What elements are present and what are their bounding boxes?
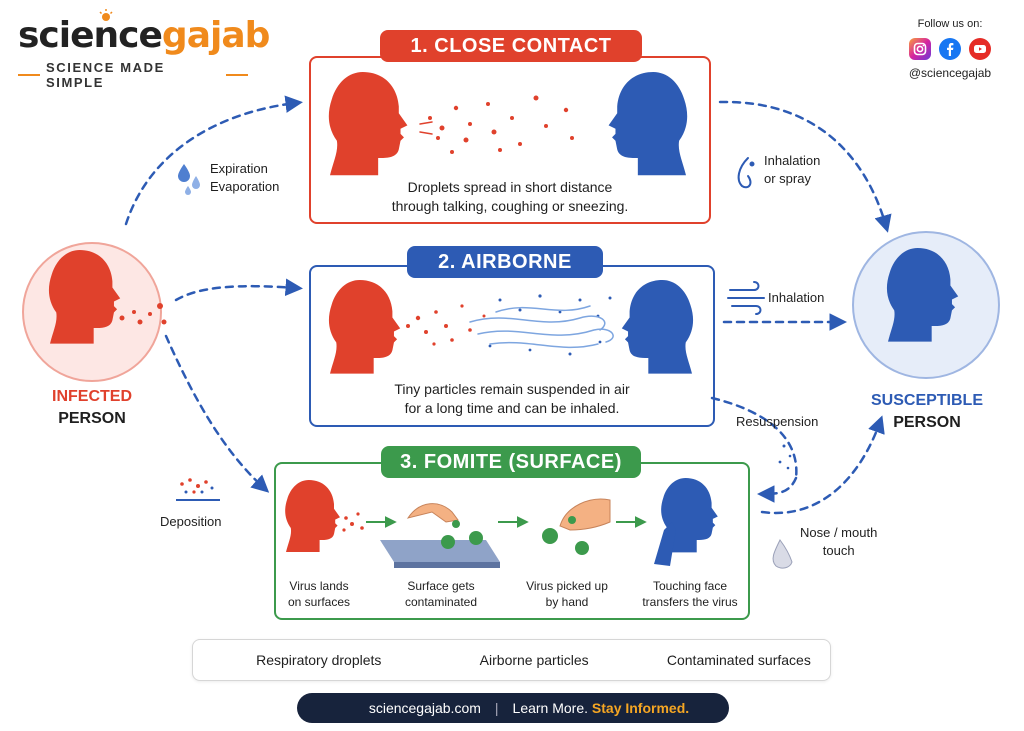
airborne-title: 2. AIRBORNE xyxy=(407,246,603,278)
virus-on-surface-icon xyxy=(441,520,483,549)
legend-item-airborne: Airborne particles xyxy=(479,652,589,668)
fomite-step-4: Touching face transfers the virus xyxy=(642,579,738,609)
resuspension-label: Resuspension xyxy=(736,414,819,429)
airborne-description: Tiny particles remain suspended in air f… xyxy=(394,381,630,416)
inhalation-spray-label: Inhalation or spray xyxy=(764,153,821,186)
fomite-step-1: Virus lands on surfaces xyxy=(287,579,351,609)
brand-logo: sciencegajab SCIENCE MADE SIMPLE xyxy=(18,15,270,90)
fomite-step-3: Virus picked up by hand xyxy=(526,579,608,609)
instagram-icon[interactable] xyxy=(909,38,931,60)
logo-wordmark: sciencegajab xyxy=(18,15,270,56)
infected-droplets-icon xyxy=(119,303,167,325)
arrow-to-airborne xyxy=(174,278,303,302)
arrow-to-close-contact xyxy=(124,95,303,226)
footer-separator: | xyxy=(494,700,499,716)
fomite-title: 3. FOMITE (SURFACE) xyxy=(381,446,641,478)
close-infected-head-icon xyxy=(328,72,408,176)
footer-banner[interactable]: sciencegajab.com | Learn More. Stay Info… xyxy=(297,693,729,723)
inhalation-spray-icon xyxy=(737,157,755,189)
inhalation-label: Inhalation xyxy=(768,290,825,305)
close-susceptible-head-icon xyxy=(608,72,688,176)
fomite-infected-head-icon xyxy=(285,480,340,552)
logo-word-gajab: gajab xyxy=(161,15,270,56)
nose-mouth-touch-label: Nose / mouth touch xyxy=(800,525,878,558)
touching-hand-icon xyxy=(654,522,676,566)
resuspension-particles-icon xyxy=(778,444,792,470)
close-contact-title: 1. CLOSE CONTACT xyxy=(380,30,642,62)
legend-item-droplets: Respiratory droplets xyxy=(256,652,382,668)
facebook-icon[interactable] xyxy=(939,38,961,60)
evaporation-droplets-icon xyxy=(178,164,200,195)
footer-site-link[interactable]: sciencegajab.com xyxy=(368,700,481,716)
close-droplets-icon xyxy=(428,95,574,154)
deposition-label: Deposition xyxy=(160,514,222,529)
nose-icon xyxy=(772,539,793,569)
logo-word-science: science xyxy=(18,15,163,56)
arrow-to-fomite xyxy=(164,334,270,493)
follow-label: Follow us on: xyxy=(917,18,983,30)
infected-person-label: INFECTED PERSON xyxy=(52,388,132,427)
expiration-evaporation-label: Expiration Evaporation xyxy=(210,161,280,194)
lightbulb-icon xyxy=(99,9,113,21)
wind-icon xyxy=(727,281,765,315)
legend-item-surfaces: Contaminated surfaces xyxy=(666,652,811,668)
close-contact-description: Droplets spread in short distance throug… xyxy=(391,179,629,214)
social-follow: Follow us on: @sciencegajab xyxy=(890,18,1010,80)
footer-learn-more: Learn More. Stay Informed. xyxy=(512,700,690,716)
airborne-susceptible-head-icon xyxy=(621,280,694,374)
airborne-infected-head-icon xyxy=(328,280,401,374)
arrow-touch-to-susceptible xyxy=(760,415,885,515)
arrow-resuspension xyxy=(710,396,798,480)
virus-on-hand-icon xyxy=(542,498,611,555)
legend: Respiratory droplets Airborne particles … xyxy=(192,639,831,681)
youtube-icon[interactable] xyxy=(969,38,991,60)
social-handle: @sciencegajab xyxy=(908,66,992,80)
fomite-step-2: Surface gets contaminated xyxy=(404,579,478,609)
susceptible-person-label: SUSCEPTIBLE PERSON xyxy=(870,392,983,431)
deposition-icon xyxy=(176,478,220,501)
contaminated-surface-icon xyxy=(380,503,500,568)
arrow-close-to-susceptible xyxy=(718,100,892,233)
logo-tagline: SCIENCE MADE SIMPLE xyxy=(18,60,248,90)
airborne-particles-icon xyxy=(406,294,614,356)
tagline-text: SCIENCE MADE SIMPLE xyxy=(46,60,165,90)
